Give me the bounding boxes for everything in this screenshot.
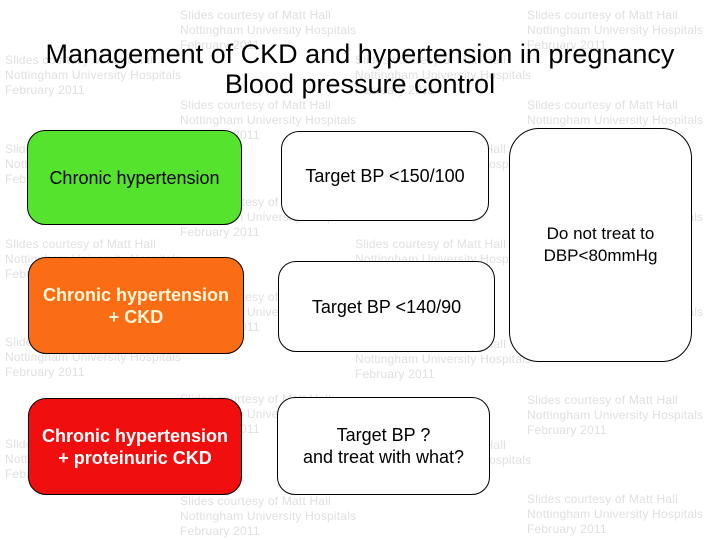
box-chronic-hypertension-ckd: Chronic hypertension + CKD: [28, 257, 244, 354]
box-chronic-hypertension-ckd-line2: + CKD: [108, 306, 164, 327]
box-chronic-hypertension-proteinuric-ckd-line1: Chronic hypertension: [41, 425, 229, 446]
box-target-bp-question-line2: and treat with what?: [302, 447, 465, 467]
box-target-bp-150-100: Target BP <150/100: [281, 131, 489, 221]
box-target-bp-140-90-label: Target BP <140/90: [311, 296, 462, 317]
box-target-bp-question-line1: Target BP ?: [336, 425, 431, 445]
box-do-not-treat: Do not treat to DBP<80mmHg: [509, 128, 692, 362]
box-chronic-hypertension-ckd-line1: Chronic hypertension: [42, 284, 230, 305]
slide-title-line1: Management of CKD and hypertension in pr…: [45, 39, 675, 69]
box-chronic-hypertension-label: Chronic hypertension: [49, 167, 220, 188]
slide-title-line2: Blood pressure control: [224, 69, 496, 99]
box-do-not-treat-line1: Do not treat to: [546, 224, 655, 243]
slide-title: Management of CKD and hypertension in pr…: [0, 39, 720, 99]
box-do-not-treat-line2: DBP<80mmHg: [543, 246, 658, 265]
box-target-bp-140-90: Target BP <140/90: [278, 261, 495, 352]
box-target-bp-question: Target BP ? and treat with what?: [277, 397, 490, 495]
box-chronic-hypertension-proteinuric-ckd: Chronic hypertension + proteinuric CKD: [28, 398, 242, 495]
box-chronic-hypertension: Chronic hypertension: [27, 130, 242, 225]
box-target-bp-150-100-label: Target BP <150/100: [305, 166, 465, 186]
box-chronic-hypertension-proteinuric-ckd-line2: + proteinuric CKD: [58, 447, 212, 468]
